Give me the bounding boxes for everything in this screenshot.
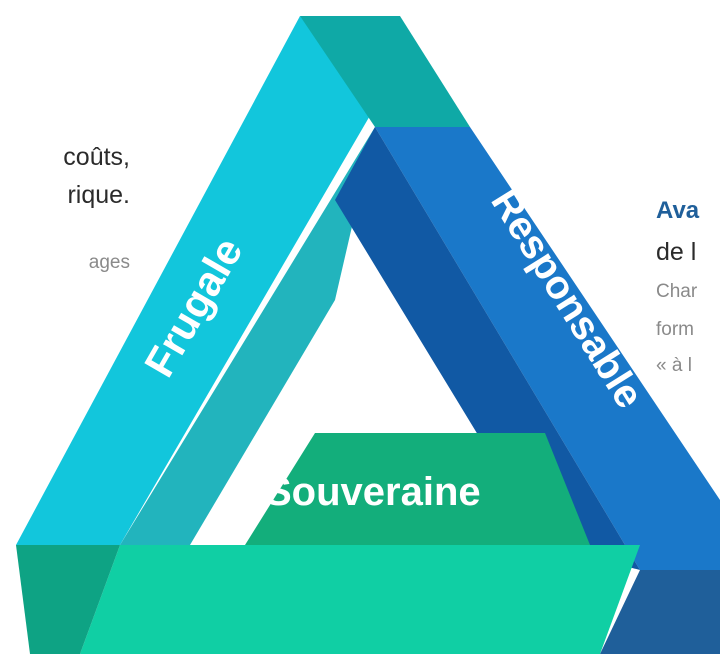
bottom-bar-face bbox=[80, 545, 640, 654]
right-text-line-3: Char bbox=[656, 281, 698, 302]
right-bar-face bbox=[375, 127, 720, 570]
right-bar-end-face bbox=[600, 570, 720, 654]
top-tip-face bbox=[300, 16, 470, 127]
left-text-line-3: ages bbox=[88, 252, 130, 273]
bottom-left-end-face bbox=[16, 545, 120, 654]
left-text-block: coûts, rique. ages bbox=[0, 0, 130, 320]
right-text-line-4: form bbox=[656, 319, 694, 340]
right-text-block: Ava de l Char form « à l bbox=[656, 0, 720, 420]
bottom-bar-inner-face bbox=[245, 433, 590, 545]
left-bar-face bbox=[16, 16, 375, 545]
right-text-title: Ava bbox=[656, 197, 700, 224]
left-text-line-2: rique. bbox=[67, 181, 130, 209]
right-bar-inner-face bbox=[335, 127, 640, 570]
left-bar-inner-face bbox=[120, 127, 375, 545]
left-text-line-1: coûts, bbox=[63, 143, 130, 171]
right-text-line-5: « à l bbox=[656, 355, 692, 376]
right-text-line-2: de l bbox=[656, 238, 697, 266]
souveraine-label: Souveraine bbox=[265, 470, 481, 514]
